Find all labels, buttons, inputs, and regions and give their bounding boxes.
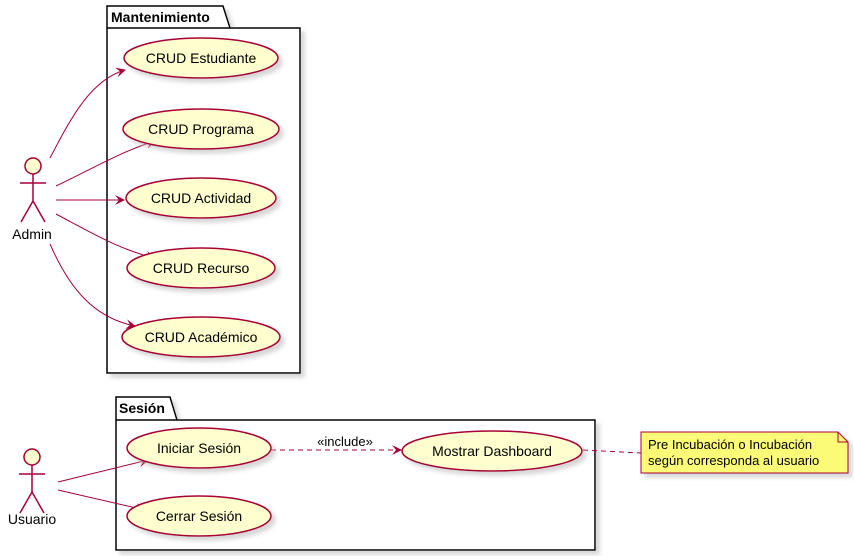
actor-admin-label: Admin — [12, 226, 52, 242]
usecase-crud-program-label: CRUD Programa — [148, 121, 254, 137]
usecase-crud-program: CRUD Programa — [122, 108, 280, 150]
usecase-crud-academic-label: CRUD Académico — [145, 329, 258, 345]
usecase-login: Iniciar Sesión — [126, 427, 272, 469]
package-maintenance-title: Mantenimiento — [111, 9, 210, 25]
note-connector — [582, 449, 642, 454]
note: Pre Incubación o Incubación según corres… — [640, 431, 849, 474]
stick-figure-icon — [19, 448, 45, 514]
usecase-logout-label: Cerrar Sesión — [156, 508, 242, 524]
usecase-crud-student-label: CRUD Estudiante — [146, 50, 257, 66]
usecase-crud-academic: CRUD Académico — [121, 316, 281, 358]
usecase-dashboard-label: Mostrar Dashboard — [432, 443, 552, 459]
package-session-title: Sesión — [119, 400, 165, 416]
usecase-crud-activity: CRUD Actividad — [125, 177, 277, 219]
note-line-2: según corresponda al usuario — [648, 453, 819, 468]
note-line-1: Pre Incubación o Incubación — [648, 437, 812, 452]
include-relation: «include» — [271, 434, 402, 455]
user-associations — [57, 457, 149, 513]
admin-associations — [49, 67, 156, 330]
usecase-crud-resource-label: CRUD Recurso — [153, 260, 250, 276]
include-stereotype-label: «include» — [317, 434, 373, 449]
usecase-login-label: Iniciar Sesión — [157, 440, 241, 456]
actor-user-label: Usuario — [8, 511, 56, 527]
usecase-logout: Cerrar Sesión — [126, 495, 272, 537]
actor-admin: Admin — [12, 157, 52, 242]
usecase-crud-resource: CRUD Recurso — [126, 247, 276, 289]
stick-figure-icon — [20, 157, 46, 223]
usecase-dashboard: Mostrar Dashboard — [401, 430, 583, 472]
actor-user: Usuario — [8, 448, 56, 527]
usecase-crud-activity-label: CRUD Actividad — [151, 190, 251, 206]
usecase-crud-student: CRUD Estudiante — [123, 37, 279, 79]
